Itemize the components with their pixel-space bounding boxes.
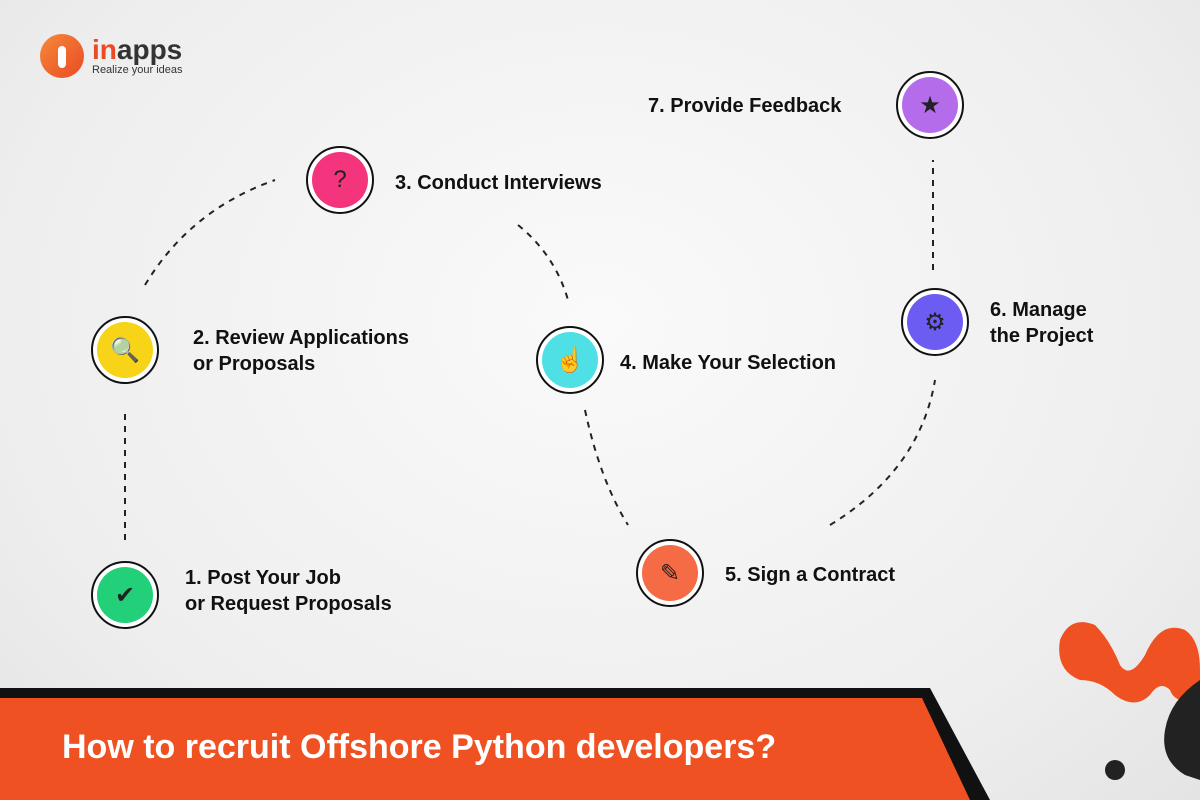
gear-hand-icon: ⚙ — [907, 294, 963, 350]
document-search-icon: 🔍 — [97, 322, 153, 378]
step-label-line: 3. Conduct Interviews — [395, 172, 602, 194]
step-5-badge: ✎ — [636, 539, 704, 607]
step-2-label: 2. Review Applications or Proposals — [193, 325, 409, 377]
step-3-badge: ? — [306, 146, 374, 214]
contract-pen-icon: ✎ — [642, 545, 698, 601]
step-label-line: 4. Make Your Selection — [620, 352, 837, 374]
hand-select-icon: ☝ — [542, 332, 598, 388]
step-7-badge: ★ — [896, 71, 964, 139]
step-4-badge: ☝ — [536, 326, 604, 394]
step-label-line: 2. Review Applications — [193, 327, 409, 349]
step-label-line: 6. Manage — [990, 299, 1087, 321]
step-6-label: 6. Manage the Project — [990, 297, 1093, 349]
step-2-badge: 🔍 — [91, 316, 159, 384]
inapps-logo: inapps Realize your ideas — [40, 34, 183, 78]
step-3-label: 3. Conduct Interviews — [395, 170, 602, 196]
step-6-badge: ⚙ — [901, 288, 969, 356]
connector-2-3 — [144, 179, 276, 286]
step-label-line: the Project — [990, 325, 1094, 347]
banner — [0, 698, 970, 800]
rating-stars-icon: ★ — [902, 77, 958, 133]
step-5-label: 5. Sign a Contract — [725, 562, 895, 588]
logo-name: inapps — [92, 34, 183, 65]
step-label-line: or Request Proposals — [185, 593, 392, 615]
step-label-line: 5. Sign a Contract — [725, 564, 896, 586]
step-1-badge: ✔ — [91, 561, 159, 629]
step-7-label: 7. Provide Feedback — [648, 93, 841, 119]
step-label-line: or Proposals — [193, 353, 316, 375]
step-4-label: 4. Make Your Selection — [620, 350, 836, 376]
chat-bubbles-icon: ? — [312, 152, 368, 208]
job-post-icon: ✔ — [97, 567, 153, 623]
connector-4-5 — [584, 409, 629, 526]
page-title: How to recruit Offshore Python developer… — [62, 728, 777, 766]
decorative-blob — [1059, 622, 1200, 780]
step-1-label: 1. Post Your Job or Request Proposals — [185, 565, 392, 617]
logo-tagline: Realize your ideas — [92, 64, 183, 76]
step-label-line: 7. Provide Feedback — [648, 95, 842, 117]
connector-3-4 — [517, 224, 569, 301]
connector-5-6 — [829, 379, 936, 526]
logo-mark-icon — [40, 34, 84, 78]
step-label-line: 1. Post Your Job — [185, 567, 341, 589]
